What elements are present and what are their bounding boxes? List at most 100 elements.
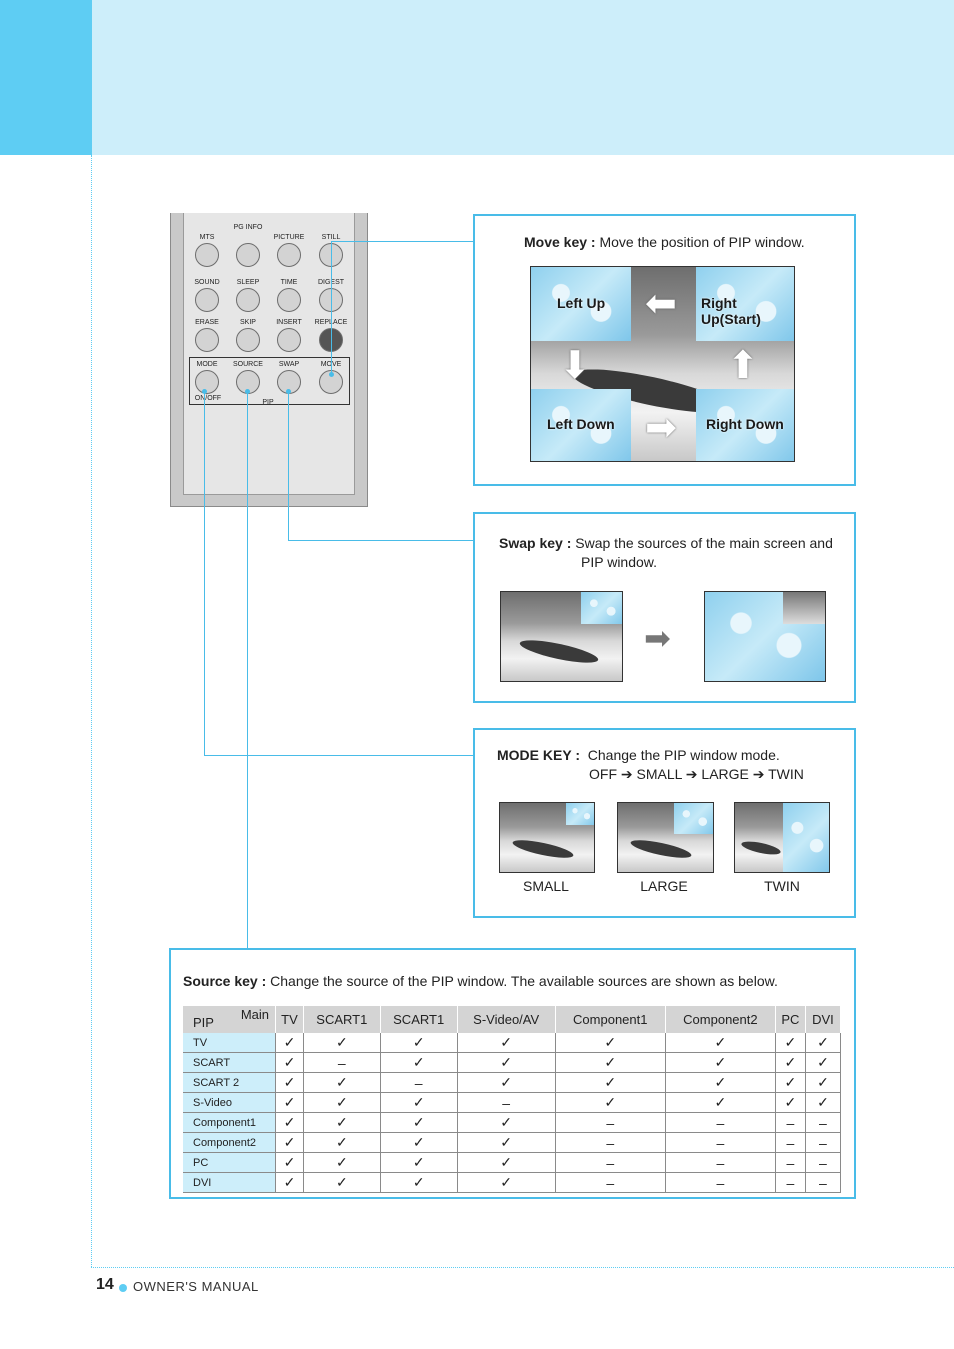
row-header: SCART [183,1052,276,1073]
remote-label: STILL [321,234,341,241]
label-right-down: Right Down [706,416,784,432]
table-cell: ✓ [457,1172,556,1193]
move-callout-vertical [331,241,332,375]
table-row: PC✓✓✓✓–––– [183,1152,842,1173]
table-row: SCART 2✓✓–✓✓✓✓✓ [183,1072,842,1093]
table-cell: ✓ [457,1052,556,1073]
pip-window [581,592,622,624]
pip-window-right-down [696,389,794,461]
remote-button [195,288,219,312]
pip-window-right-up [696,267,794,341]
table-row: Component1✓✓✓✓–––– [183,1112,842,1133]
mode-caption-small: SMALL [523,878,569,894]
remote-label: MODE [196,361,218,368]
table-cell: ✓ [805,1092,842,1113]
table-cell: ✓ [303,1152,381,1173]
table-cell: – [555,1152,666,1173]
arrow-up-icon: ⬆ [727,345,759,387]
mode-caption-twin: TWIN [764,878,800,894]
remote-label: SKIP [240,319,256,326]
table-cell: ✓ [555,1092,666,1113]
table-cell: – [665,1132,776,1153]
table-cell: ✓ [665,1033,776,1053]
remote-button [195,328,219,352]
remote-button [236,370,260,394]
table-cell: ✓ [275,1132,304,1153]
pip-window-left-down [531,389,631,461]
mode-callout-vertical [204,392,205,755]
remote-label: SWAP [278,361,300,368]
table-cell: – [805,1112,842,1133]
table-cell: ✓ [555,1052,666,1073]
pip-window-left-up [531,267,631,341]
pip-button-group [189,357,350,405]
move-callout-horizontal [331,241,474,242]
mode-small-image [499,802,595,873]
remote-label: MTS [199,234,215,241]
remote-button [236,288,260,312]
remote-button [277,328,301,352]
row-header: DVI [183,1172,276,1193]
table-cell: ✓ [303,1112,381,1133]
table-cell: – [555,1132,666,1153]
table-cell: ✓ [275,1152,304,1173]
table-cell: ✓ [805,1033,842,1053]
remote-button [236,243,260,267]
column-header: Component2 [665,1006,776,1033]
pip-window [674,803,713,834]
table-cell: ✓ [380,1152,458,1173]
page-number: 14 [96,1276,114,1293]
move-key-text: Move key : Move the position of PIP wind… [524,233,805,252]
pip-window [783,803,829,872]
table-cell: – [665,1172,776,1193]
source-callout-vertical [247,392,248,949]
source-key-label: Source key : [183,973,267,989]
table-cell: ✓ [457,1033,556,1053]
remote-button [195,243,219,267]
remote-button [195,370,219,394]
row-header: Component2 [183,1132,276,1153]
table-cell: ✓ [303,1172,381,1193]
mode-callout-dot [202,389,207,394]
label-left-up: Left Up [557,295,606,311]
table-cell: ✓ [275,1172,304,1193]
corner-main-label: Main [240,1007,269,1022]
remote-label: ERASE [195,319,219,326]
table-cell: – [805,1152,842,1173]
table-cell: – [805,1132,842,1153]
mode-key-text: MODE KEY : Change the PIP window mode. [497,746,780,765]
column-header: TV [275,1006,304,1033]
table-cell: ✓ [303,1033,381,1053]
table-cell: ✓ [457,1112,556,1133]
table-cell: ✓ [457,1132,556,1153]
remote-button [277,288,301,312]
swap-after-image [704,591,826,682]
footer-title: OWNER'S MANUAL [133,1279,259,1294]
remote-label: SOUND [194,279,220,286]
swap-callout-horizontal [288,540,474,541]
table-cell: ✓ [380,1112,458,1133]
table-cell: ✓ [665,1072,776,1093]
table-cell: – [805,1172,842,1193]
table-cell: ✓ [275,1052,304,1073]
mode-caption-large: LARGE [640,878,688,894]
source-callout-dot [245,389,250,394]
column-header: S-Video/AV [457,1006,556,1033]
table-cell: ✓ [805,1072,842,1093]
table-row: DVI✓✓✓✓–––– [183,1172,842,1193]
header-tab [0,0,92,155]
remote-pip-label: PIP [262,399,274,406]
kayak-shape [629,836,693,862]
remote-label: PICTURE [273,234,305,241]
corner-pip-label: PIP [193,1015,214,1030]
mode-sequence: OFF ➔ SMALL ➔ LARGE ➔ TWIN [589,766,804,782]
move-demo-image: ⬅ ⬆ ⬇ ➡ Left Up Right Up(Start) Left Dow… [530,266,795,462]
table-cell: – [665,1112,776,1133]
column-header: Component1 [555,1006,666,1033]
table-cell: – [555,1172,666,1193]
remote-button [277,243,301,267]
left-dotted-rule [91,155,92,1267]
move-callout-dot [329,372,334,377]
table-cell: ✓ [380,1033,458,1053]
table-cell: – [665,1152,776,1173]
